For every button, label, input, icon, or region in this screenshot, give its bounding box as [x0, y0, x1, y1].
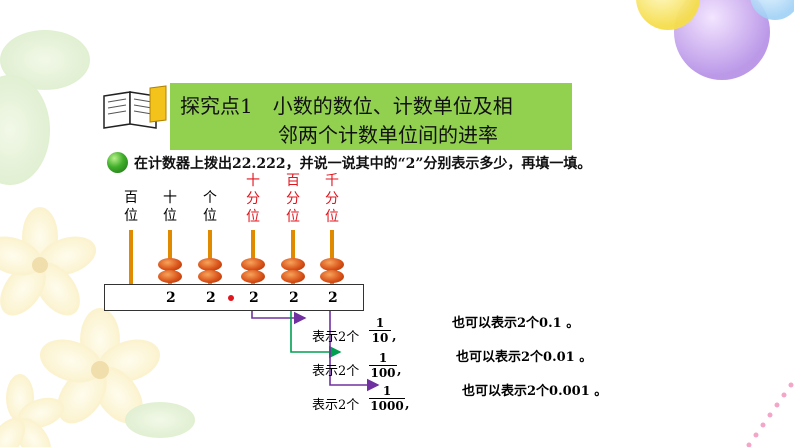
dotted-line-decoration: [746, 382, 794, 447]
digit-tens: 2: [166, 290, 176, 306]
abacus-rod-hundredths: [291, 230, 295, 285]
arrow-hundredths: [290, 311, 342, 359]
bead[interactable]: [281, 258, 305, 271]
meaning-prefix: 表示2个: [312, 398, 360, 413]
abacus-rod-tens: [168, 230, 172, 285]
also-text: 也可以表示2个0.01 。: [456, 350, 593, 365]
bead[interactable]: [281, 270, 305, 283]
bead[interactable]: [241, 258, 265, 271]
comma: ,: [397, 363, 402, 378]
meaning-prefix: 表示2个: [312, 330, 360, 345]
bead[interactable]: [198, 258, 222, 271]
abacus-rod-ones: [208, 230, 212, 285]
also-text: 也可以表示2个0.001 。: [462, 384, 608, 399]
place-label-thousandths: 千分位: [325, 173, 339, 225]
bead[interactable]: [158, 258, 182, 271]
title-line-2: 邻两个计数单位间的进率: [278, 123, 498, 147]
arrow-tenths: [251, 311, 307, 325]
bead[interactable]: [320, 258, 344, 271]
abacus-rod-thousandths: [330, 230, 334, 285]
decimal-point: [228, 295, 234, 301]
comma: ,: [392, 329, 397, 344]
digit-ones: 2: [206, 290, 216, 306]
instruction-text: 在计数器上拨出22.222，并说一说其中的“2”分别表示多少，再填一填。: [134, 156, 592, 172]
digit-tenths: 2: [249, 290, 259, 306]
place-label-hundreds: 百位: [124, 190, 138, 224]
bead[interactable]: [198, 270, 222, 283]
comma: ,: [405, 397, 410, 412]
flower-decoration: [0, 30, 195, 447]
place-label-tenths: 十分位: [246, 173, 260, 225]
bead[interactable]: [158, 270, 182, 283]
balloon-blue: [750, 0, 794, 20]
bead[interactable]: [241, 270, 265, 283]
meaning-prefix: 表示2个: [312, 364, 360, 379]
abacus-base: [104, 284, 364, 311]
arrow-thousandths: [329, 311, 380, 392]
title-line-1: 探究点1 小数的数位、计数单位及相: [180, 94, 513, 118]
place-label-ones: 个位: [203, 190, 217, 224]
bead[interactable]: [320, 270, 344, 283]
place-label-hundredths: 百分位: [286, 173, 300, 225]
abacus-rod-hundreds: [129, 230, 133, 285]
place-label-tens: 十位: [163, 190, 177, 224]
abacus-rod-tenths: [251, 230, 255, 285]
green-bullet-icon: [107, 152, 128, 173]
balloon-purple: [674, 0, 770, 80]
open-book-icon: [103, 85, 167, 129]
section-title: 探究点1 小数的数位、计数单位及相 邻两个计数单位间的进率: [170, 83, 572, 150]
also-text: 也可以表示2个0.1 。: [452, 316, 580, 331]
digit-thousandths: 2: [328, 290, 338, 306]
digit-hundredths: 2: [289, 290, 299, 306]
balloon-yellow: [636, 0, 700, 30]
